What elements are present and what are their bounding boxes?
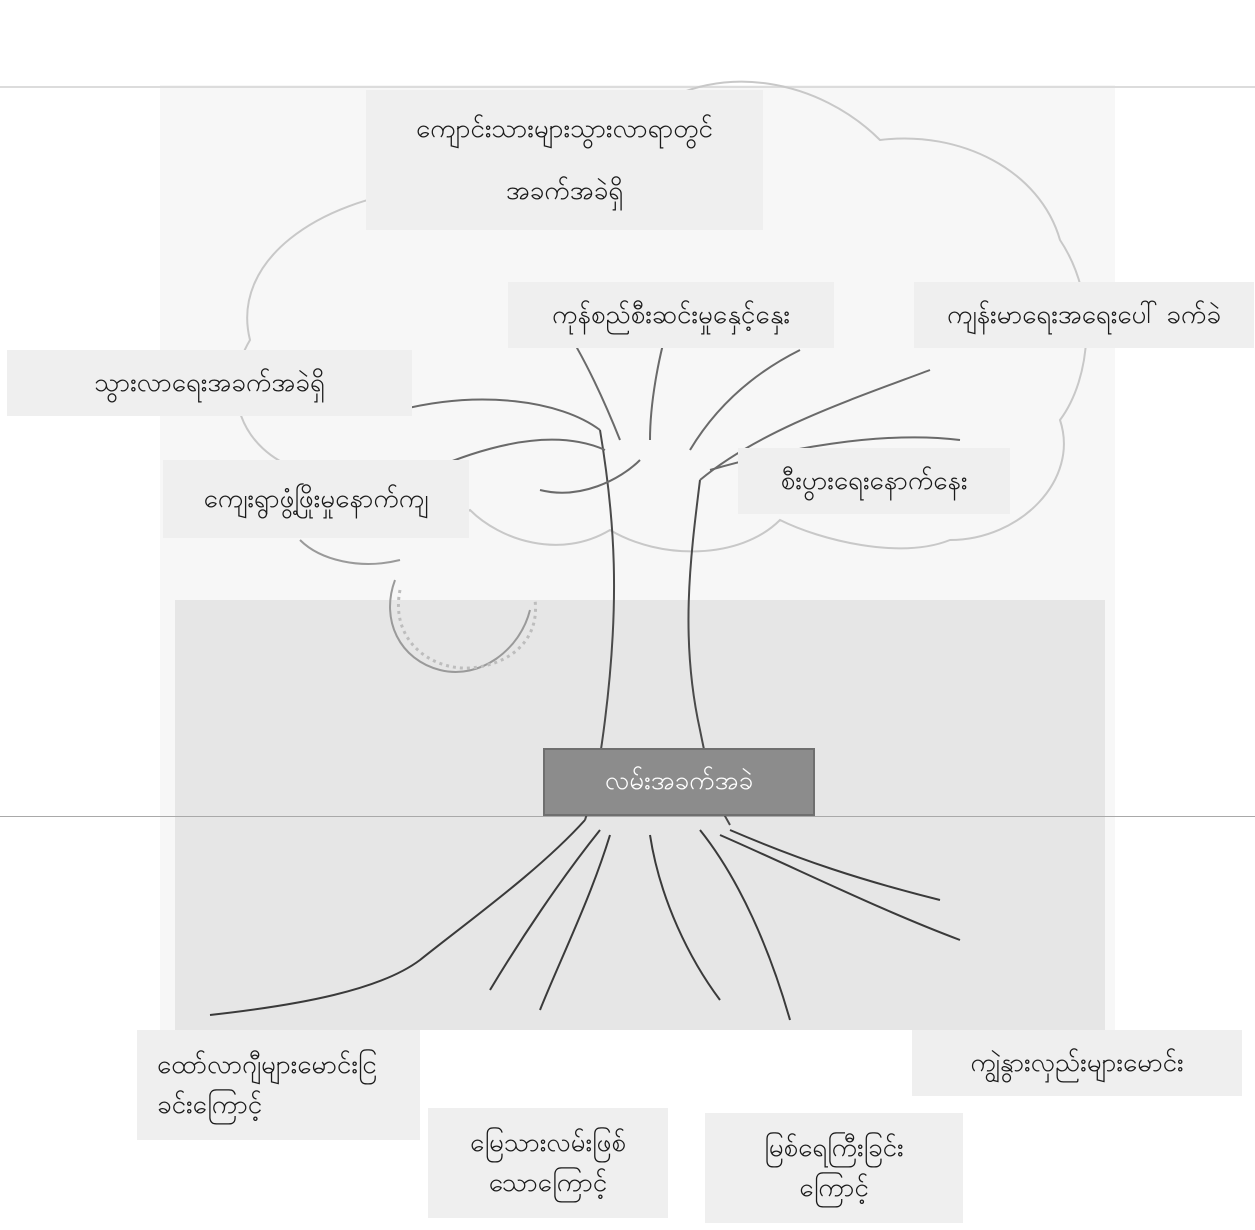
root-label-rain: မြစ်ရေကြီးခြင်း ကြောင့် bbox=[705, 1113, 963, 1223]
branch-label-school-line-2: အခက်အခဲရှိ bbox=[366, 171, 763, 211]
root-label-contractors-line-2: ခင်းကြောင့် bbox=[157, 1085, 420, 1125]
root-label-contractors: ထော်လာဂျီများမောင်းငြ ခင်းကြောင့် bbox=[137, 1030, 420, 1140]
branch-label-travel-text: သွားလာရေးအခက်အခဲရှိ bbox=[7, 363, 412, 403]
branch-label-health: ကျန်းမာရေးအရေးပေါ် ခက်ခဲ bbox=[914, 282, 1254, 348]
branch-label-village-text: ကျေးရွာဖွံ့ဖြိုးမှုနောက်ကျ bbox=[163, 479, 469, 519]
trunk-label: လမ်းအခက်အခဲ bbox=[543, 748, 815, 816]
scan-line-top bbox=[0, 86, 1255, 88]
branch-label-economy-text: စီးပွားရေးနောက်နေး bbox=[738, 461, 1010, 501]
branch-label-village: ကျေးရွာဖွံ့ဖြိုးမှုနောက်ကျ bbox=[163, 460, 469, 538]
scan-line-bottom bbox=[0, 816, 1255, 817]
trunk-label-text: လမ်းအခက်အခဲ bbox=[605, 763, 753, 802]
root-label-vehicles-text: ကျွဲနွားလှည်းများမောင်း bbox=[912, 1043, 1242, 1083]
branch-label-school: ကျောင်းသားများသွားလာရာတွင် အခက်အခဲရှိ bbox=[366, 90, 763, 230]
root-label-rain-line-1: မြစ်ရေကြီးခြင်း bbox=[705, 1128, 963, 1168]
root-label-vehicles: ကျွဲနွားလှည်းများမောင်း bbox=[912, 1030, 1242, 1096]
branch-label-goods-text: ကုန်စည်စီးဆင်းမှုနှေင့်နှေး bbox=[508, 295, 834, 335]
root-label-clay-line-1: မြေသားလမ်းဖြစ် bbox=[428, 1123, 668, 1163]
root-label-clay-line-2: သောကြောင့် bbox=[428, 1163, 668, 1203]
branch-label-travel: သွားလာရေးအခက်အခဲရှိ bbox=[7, 350, 412, 416]
root-label-contractors-line-1: ထော်လာဂျီများမောင်းငြ bbox=[157, 1045, 420, 1085]
branch-label-goods: ကုန်စည်စီးဆင်းမှုနှေင့်နှေး bbox=[508, 282, 834, 348]
root-label-clay: မြေသားလမ်းဖြစ် သောကြောင့် bbox=[428, 1108, 668, 1218]
root-label-rain-line-2: ကြောင့် bbox=[705, 1168, 963, 1208]
branch-label-school-line-1: ကျောင်းသားများသွားလာရာတွင် bbox=[366, 109, 763, 149]
branch-label-health-text: ကျန်းမာရေးအရေးပေါ် ခက်ခဲ bbox=[914, 295, 1254, 335]
branch-label-economy: စီးပွားရေးနောက်နေး bbox=[738, 448, 1010, 514]
